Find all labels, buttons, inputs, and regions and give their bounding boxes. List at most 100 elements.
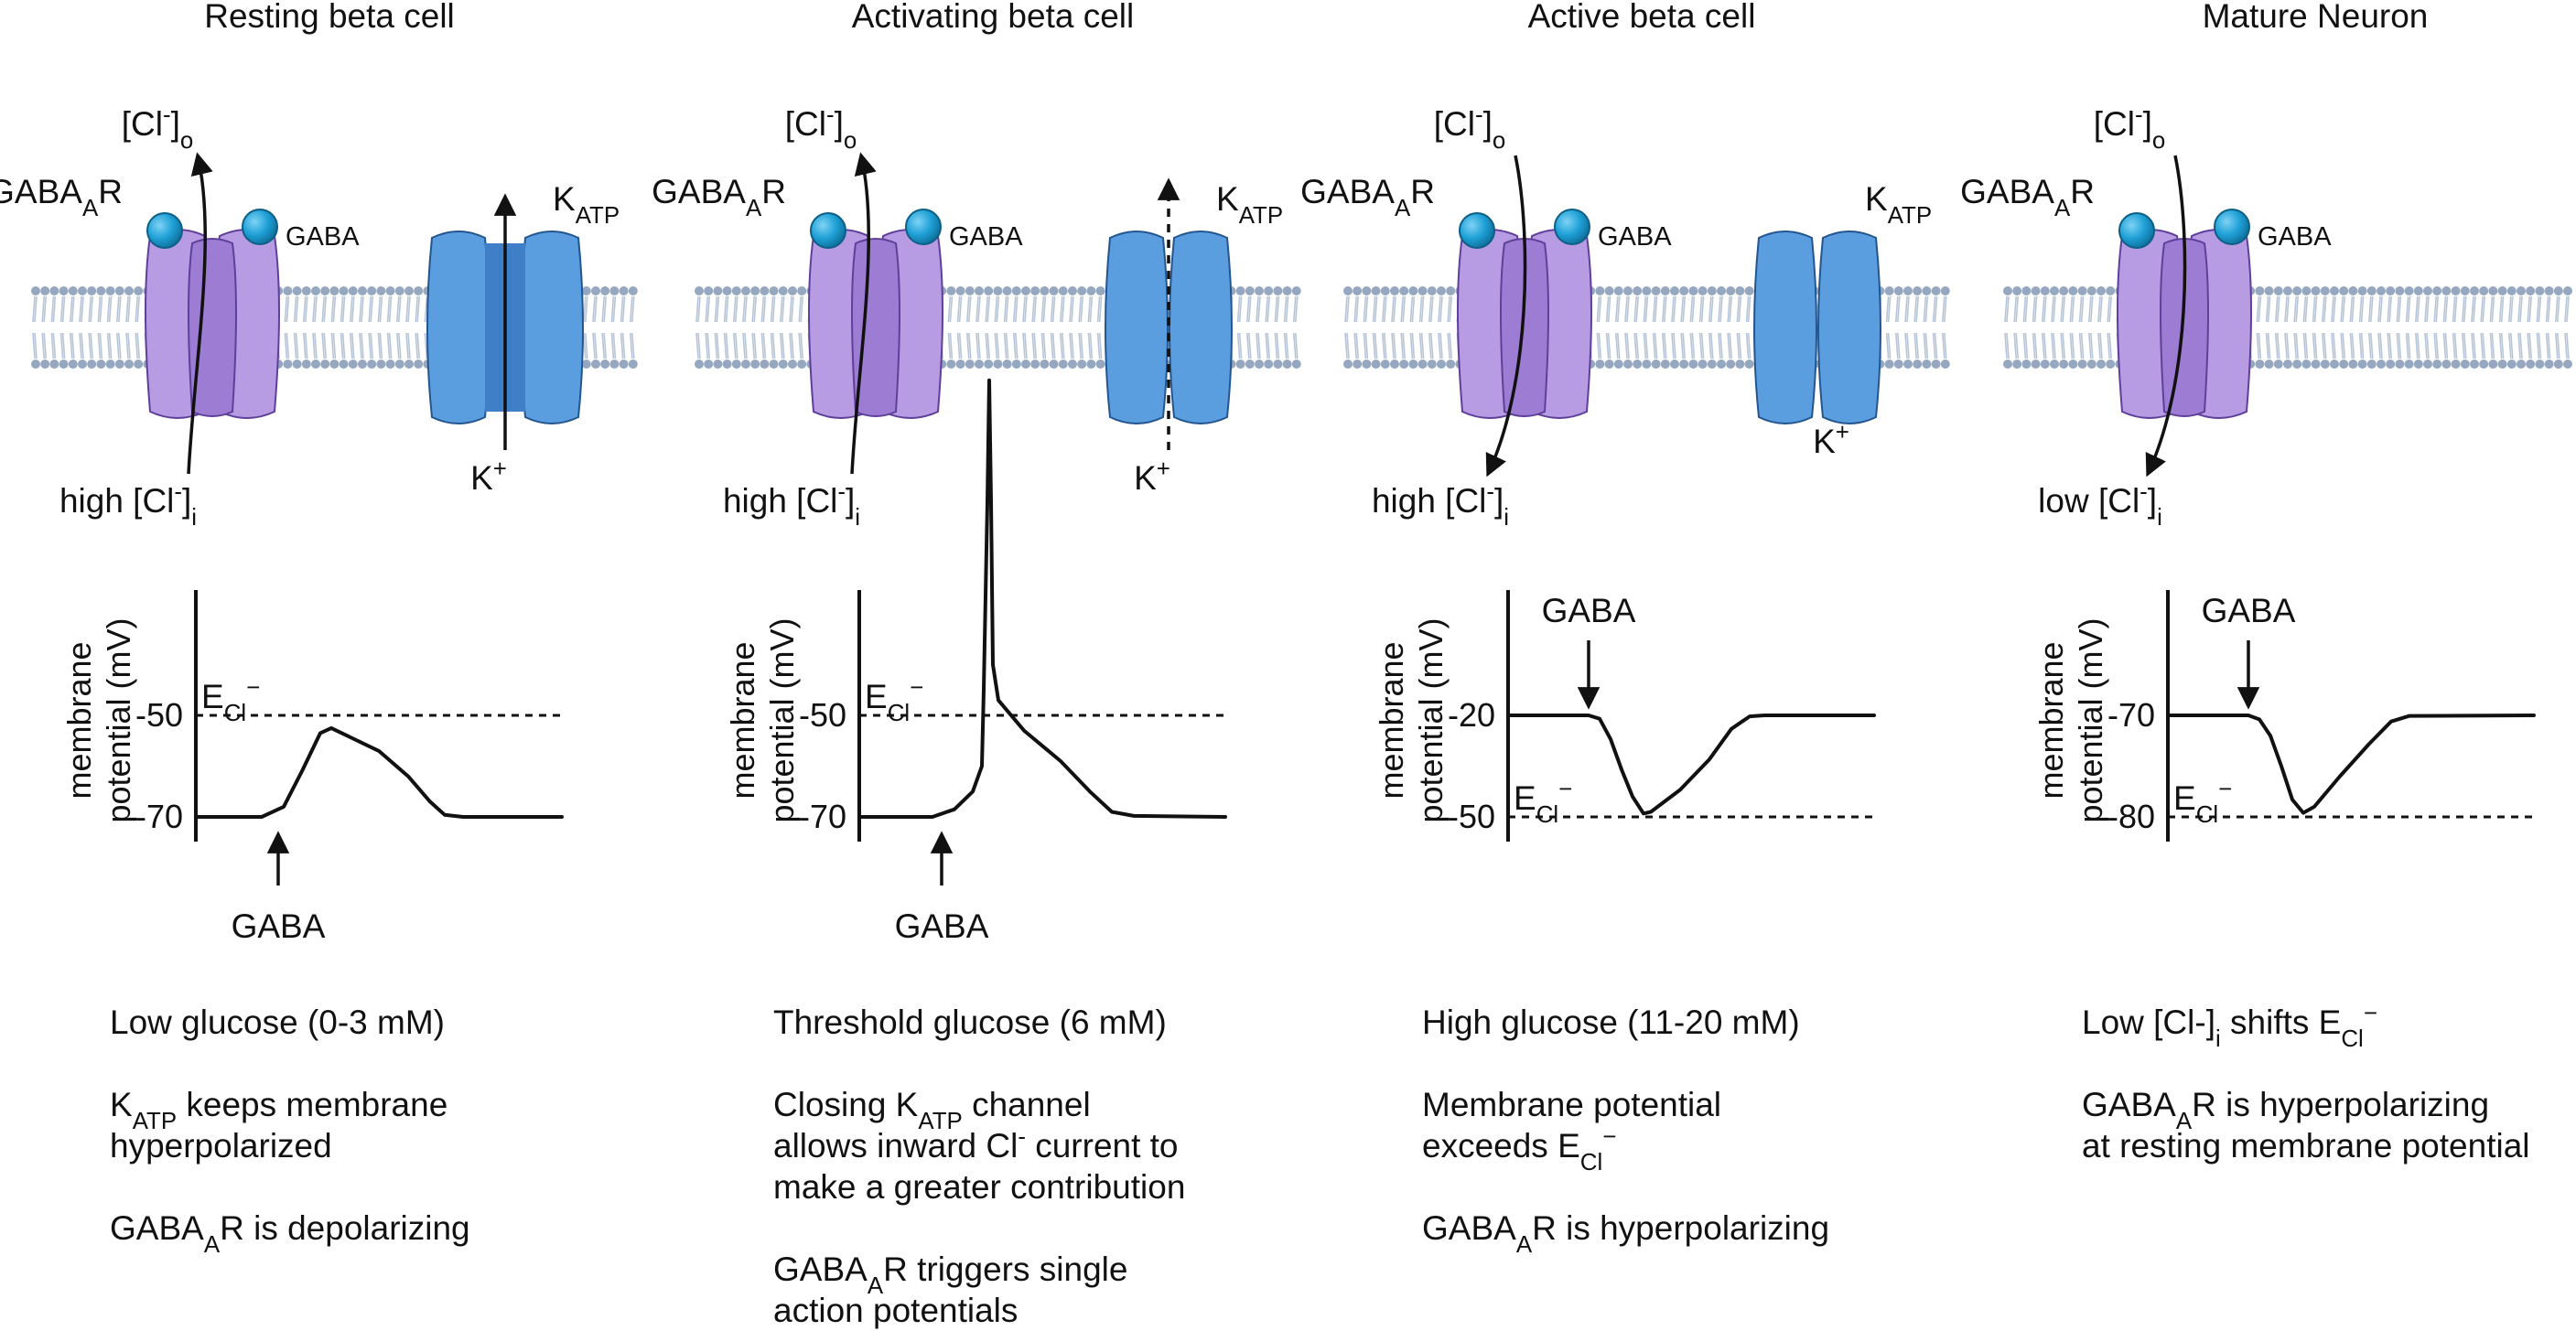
katp-channel [1105, 231, 1233, 424]
cl-outside-label: [Cl-]o [1434, 102, 1506, 154]
gaba-ligand-label: GABA [2258, 222, 2332, 252]
description-line: make a greater contribution [773, 1168, 1185, 1206]
chloride-flow-arrow [1485, 155, 1527, 478]
cl-inside-label: high [Cl-]i [59, 479, 197, 531]
katp-label: KATP [1216, 180, 1283, 229]
y-tick-label: -20 [1448, 696, 1495, 734]
description-line: GABAAR triggers single [773, 1250, 1127, 1299]
y-tick-label: -80 [2107, 798, 2155, 835]
gaba-application-label: GABA [895, 907, 989, 945]
y-tick-label: -50 [135, 696, 183, 734]
cl-inside-label: low [Cl-]i [2038, 479, 2162, 531]
voltage-trace [2166, 714, 2536, 815]
panel-title: Resting beta cell [204, 0, 455, 35]
katp-channel [1753, 231, 1881, 424]
description-line: GABAAR is hyperpolarizing [2082, 1086, 2489, 1134]
cl-inside-label: high [Cl-]i [723, 479, 860, 531]
cl-outside-label: [Cl-]o [2094, 102, 2166, 154]
chloride-flow-arrow [187, 152, 213, 475]
y-axis-label: membrane [2032, 641, 2070, 799]
gaba-a-r-label: GABAAR [0, 173, 123, 221]
y-axis-label-line2: potential (mV) [1412, 617, 1450, 822]
gaba-application-label: GABA [232, 907, 326, 945]
gaba-a-receptor [808, 209, 943, 419]
panel-description: Low [Cl-]i shifts ECl− GABAAR is hyperpol… [2082, 1001, 2530, 1165]
gaba-ligand-ball [810, 212, 846, 249]
panel-description: Threshold glucose (6 mM) Closing KATP cha… [773, 1004, 1185, 1329]
description-line: hyperpolarized [110, 1127, 332, 1165]
gaba-ligand-label: GABA [1598, 222, 1672, 252]
y-tick-label: -70 [2107, 696, 2155, 734]
katp-label: KATP [1865, 180, 1932, 229]
gaba-application-label: GABA [1542, 592, 1636, 629]
panel-title: Activating beta cell [852, 0, 1135, 35]
description-line: allows inward Cl- current to [773, 1124, 1179, 1165]
description-line: GABAAR is hyperpolarizing [1422, 1209, 1829, 1258]
potassium-label: K+ [470, 456, 507, 497]
description-line: action potentials [773, 1292, 1018, 1329]
y-axis-label: membrane [724, 641, 761, 799]
gaba-ligand-ball [1554, 209, 1590, 245]
panel-title: Active beta cell [1528, 0, 1756, 35]
gaba-a-receptor [145, 209, 280, 419]
gaba-application-label: GABA [2202, 592, 2296, 629]
y-axis-label: membrane [60, 641, 98, 799]
y-axis-label: membrane [1373, 641, 1410, 799]
y-axis-label-line2: potential (mV) [2072, 617, 2109, 822]
cl-inside-label: high [Cl-]i [1372, 479, 1509, 531]
panel-3: Active beta cell [Cl-]o high [Cl-]i GABAAR G… [1300, 0, 1950, 1258]
lipid-bilayer [2003, 286, 2572, 369]
ecl-label: ECl− [1514, 777, 1572, 828]
cl-outside-label: [Cl-]o [785, 102, 857, 154]
chloride-flow-arrow [850, 152, 877, 475]
gaba-ligand-ball [905, 209, 942, 245]
cl-outside-label: [Cl-]o [122, 102, 194, 154]
chloride-flow-arrow [2145, 155, 2187, 478]
gaba-a-receptor [1457, 209, 1592, 419]
gaba-a-r-label: GABAAR [1300, 173, 1435, 221]
gaba-a-r-label: GABAAR [652, 173, 786, 221]
description-line: Low glucose (0-3 mM) [110, 1004, 445, 1041]
gaba-ligand-ball [242, 209, 278, 245]
voltage-trace [194, 725, 564, 819]
y-axis-label-line2: potential (mV) [100, 617, 137, 822]
description-line: exceeds ECl− [1422, 1124, 1616, 1175]
description-line: KATP keeps membrane [110, 1086, 447, 1134]
description-line: Closing KATP channel [773, 1086, 1091, 1134]
voltage-trace [857, 378, 1227, 819]
gaba-ligand-ball [146, 212, 183, 249]
description-line: Threshold glucose (6 mM) [773, 1004, 1167, 1041]
panel-title: Mature Neuron [2203, 0, 2429, 35]
description-line: GABAAR is depolarizing [110, 1209, 470, 1258]
description-line: High glucose (11-20 mM) [1422, 1004, 1800, 1041]
gaba-a-receptor [2117, 209, 2252, 419]
ecl-label: ECl− [201, 675, 260, 726]
y-tick-label: -50 [1448, 798, 1495, 835]
y-tick-label: -50 [799, 696, 846, 734]
description-line: Low [Cl-]i shifts ECl− [2082, 1001, 2377, 1052]
gaba-ligand-label: GABA [949, 222, 1023, 252]
gaba-a-r-label: GABAAR [1960, 173, 2095, 221]
potassium-label: K+ [1134, 456, 1170, 497]
y-tick-label: -70 [799, 798, 846, 835]
description-line: Membrane potential [1422, 1086, 1721, 1123]
y-axis-label-line2: potential (mV) [763, 617, 801, 822]
gaba-ligand-label: GABA [286, 222, 360, 252]
katp-label: KATP [553, 180, 620, 229]
ecl-label: ECl− [865, 675, 923, 726]
ecl-label: ECl− [2173, 777, 2232, 828]
gaba-ligand-ball [2214, 209, 2250, 245]
voltage-trace [1506, 714, 1876, 816]
gaba-ligand-ball [1459, 212, 1495, 249]
potassium-label: K+ [1813, 420, 1849, 460]
panel-description: High glucose (11-20 mM) Membrane potentia… [1422, 1004, 1829, 1258]
description-line: at resting membrane potential [2082, 1127, 2530, 1165]
